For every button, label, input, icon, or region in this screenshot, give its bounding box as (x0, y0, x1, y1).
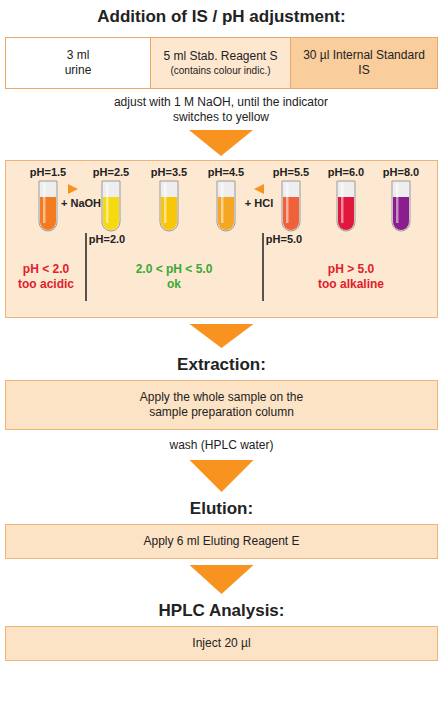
tube-shine (341, 183, 344, 223)
tube-glass (337, 181, 355, 231)
tube-shine (106, 183, 109, 223)
test-tube-illustration (6, 161, 439, 319)
ph-range-label: pH > 5.0 (328, 263, 374, 276)
ph-label: + HCl (245, 197, 273, 210)
step-heading: Elution: (5, 498, 438, 520)
flow-connector (190, 324, 254, 348)
tube-shine (286, 183, 289, 223)
tube-liquid (40, 197, 56, 230)
ph-range-label: 2.0 < pH < 5.0 (136, 263, 213, 276)
tube-shine (43, 183, 46, 223)
ph-range-label: too alkaline (318, 278, 384, 291)
step-heading: HPLC Analysis: (5, 600, 438, 622)
tube-liquid (103, 197, 119, 230)
ph-label: pH=2.0 (89, 233, 125, 246)
process-box: Apply 6 ml Eluting Reagent E (5, 524, 438, 559)
tube-liquid (338, 197, 354, 230)
ph-label: pH=3.5 (151, 166, 187, 179)
reagent-cell: 30 µl Internal Standard IS (290, 37, 438, 89)
ph-range-label: too acidic (18, 278, 74, 291)
tube-shine (164, 183, 167, 223)
ph-range-label: ok (167, 278, 181, 291)
process-text: Apply the whole sample on the sample pre… (127, 390, 317, 420)
ph-label: pH=2.5 (93, 166, 129, 179)
pointer-left (254, 184, 264, 194)
flow-chevron (189, 130, 253, 156)
ph-label: pH=4.5 (208, 166, 244, 179)
ph-label: pH=6.0 (328, 166, 364, 179)
tube-shine (396, 183, 399, 223)
reagent-cell: 5 ml Stab. Reagent S(contains colour ind… (150, 37, 291, 89)
tube-shine (221, 183, 224, 223)
tube-glass (102, 181, 120, 231)
pointer-right (68, 184, 78, 194)
tube-glass (282, 181, 300, 231)
connector-chevron (190, 565, 254, 594)
tube-glass (392, 181, 410, 231)
edge-label: wash (HPLC water) (166, 438, 276, 452)
cell-text: 3 ml urine (56, 48, 100, 78)
title: Addition of IS / pH adjustment: (0, 7, 443, 27)
ph-label: pH=1.5 (30, 166, 66, 179)
tube-liquid (283, 197, 299, 230)
process-text: Apply 6 ml Eluting Reagent E (14, 534, 429, 549)
connector-chevron (190, 460, 254, 492)
step-heading: Extraction: (5, 354, 438, 376)
flow-connector (190, 460, 254, 492)
divider-line (262, 233, 264, 301)
cell-text: 5 ml Stab. Reagent S (163, 49, 277, 64)
divider-line (85, 233, 87, 301)
flow-connector (190, 565, 254, 594)
tube-liquid (218, 197, 234, 230)
tube-liquid (161, 197, 177, 230)
ph-label: pH=8.0 (383, 166, 419, 179)
reagent-cell: 3 ml urine (5, 37, 151, 89)
ph-label: + NaOH (61, 197, 101, 210)
ph-label: pH=5.0 (266, 233, 302, 246)
process-box: Apply the whole sample on the sample pre… (5, 380, 438, 430)
ph-check-panel: pH=1.5 pH=2.5 pH=3.5 pH=4.5 pH=5.5 pH=6.0 pH=8… (5, 160, 438, 318)
process-step: Elution: Apply 6 ml Eluting Reagent E (5, 498, 438, 559)
ph-range-label: pH < 2.0 (23, 263, 69, 276)
process-box: Inject 20 µl (5, 626, 438, 661)
cell-note: (contains colour indic.) (170, 64, 270, 77)
cell-text: 30 µl Internal Standard IS (302, 48, 427, 78)
process-text: Inject 20 µl (14, 636, 429, 651)
instruction-note: adjust with 1 M NaOH, until the indicato… (96, 95, 346, 125)
connector-chevron (190, 324, 254, 348)
process-step: Extraction: Apply the whole sample on the… (5, 354, 438, 430)
tube-glass (160, 181, 178, 231)
ph-label: pH=5.5 (273, 166, 309, 179)
process-step: HPLC Analysis: Inject 20 µl (5, 600, 438, 661)
tube-glass (39, 181, 57, 231)
tube-glass (217, 181, 235, 231)
tube-liquid (393, 197, 409, 230)
